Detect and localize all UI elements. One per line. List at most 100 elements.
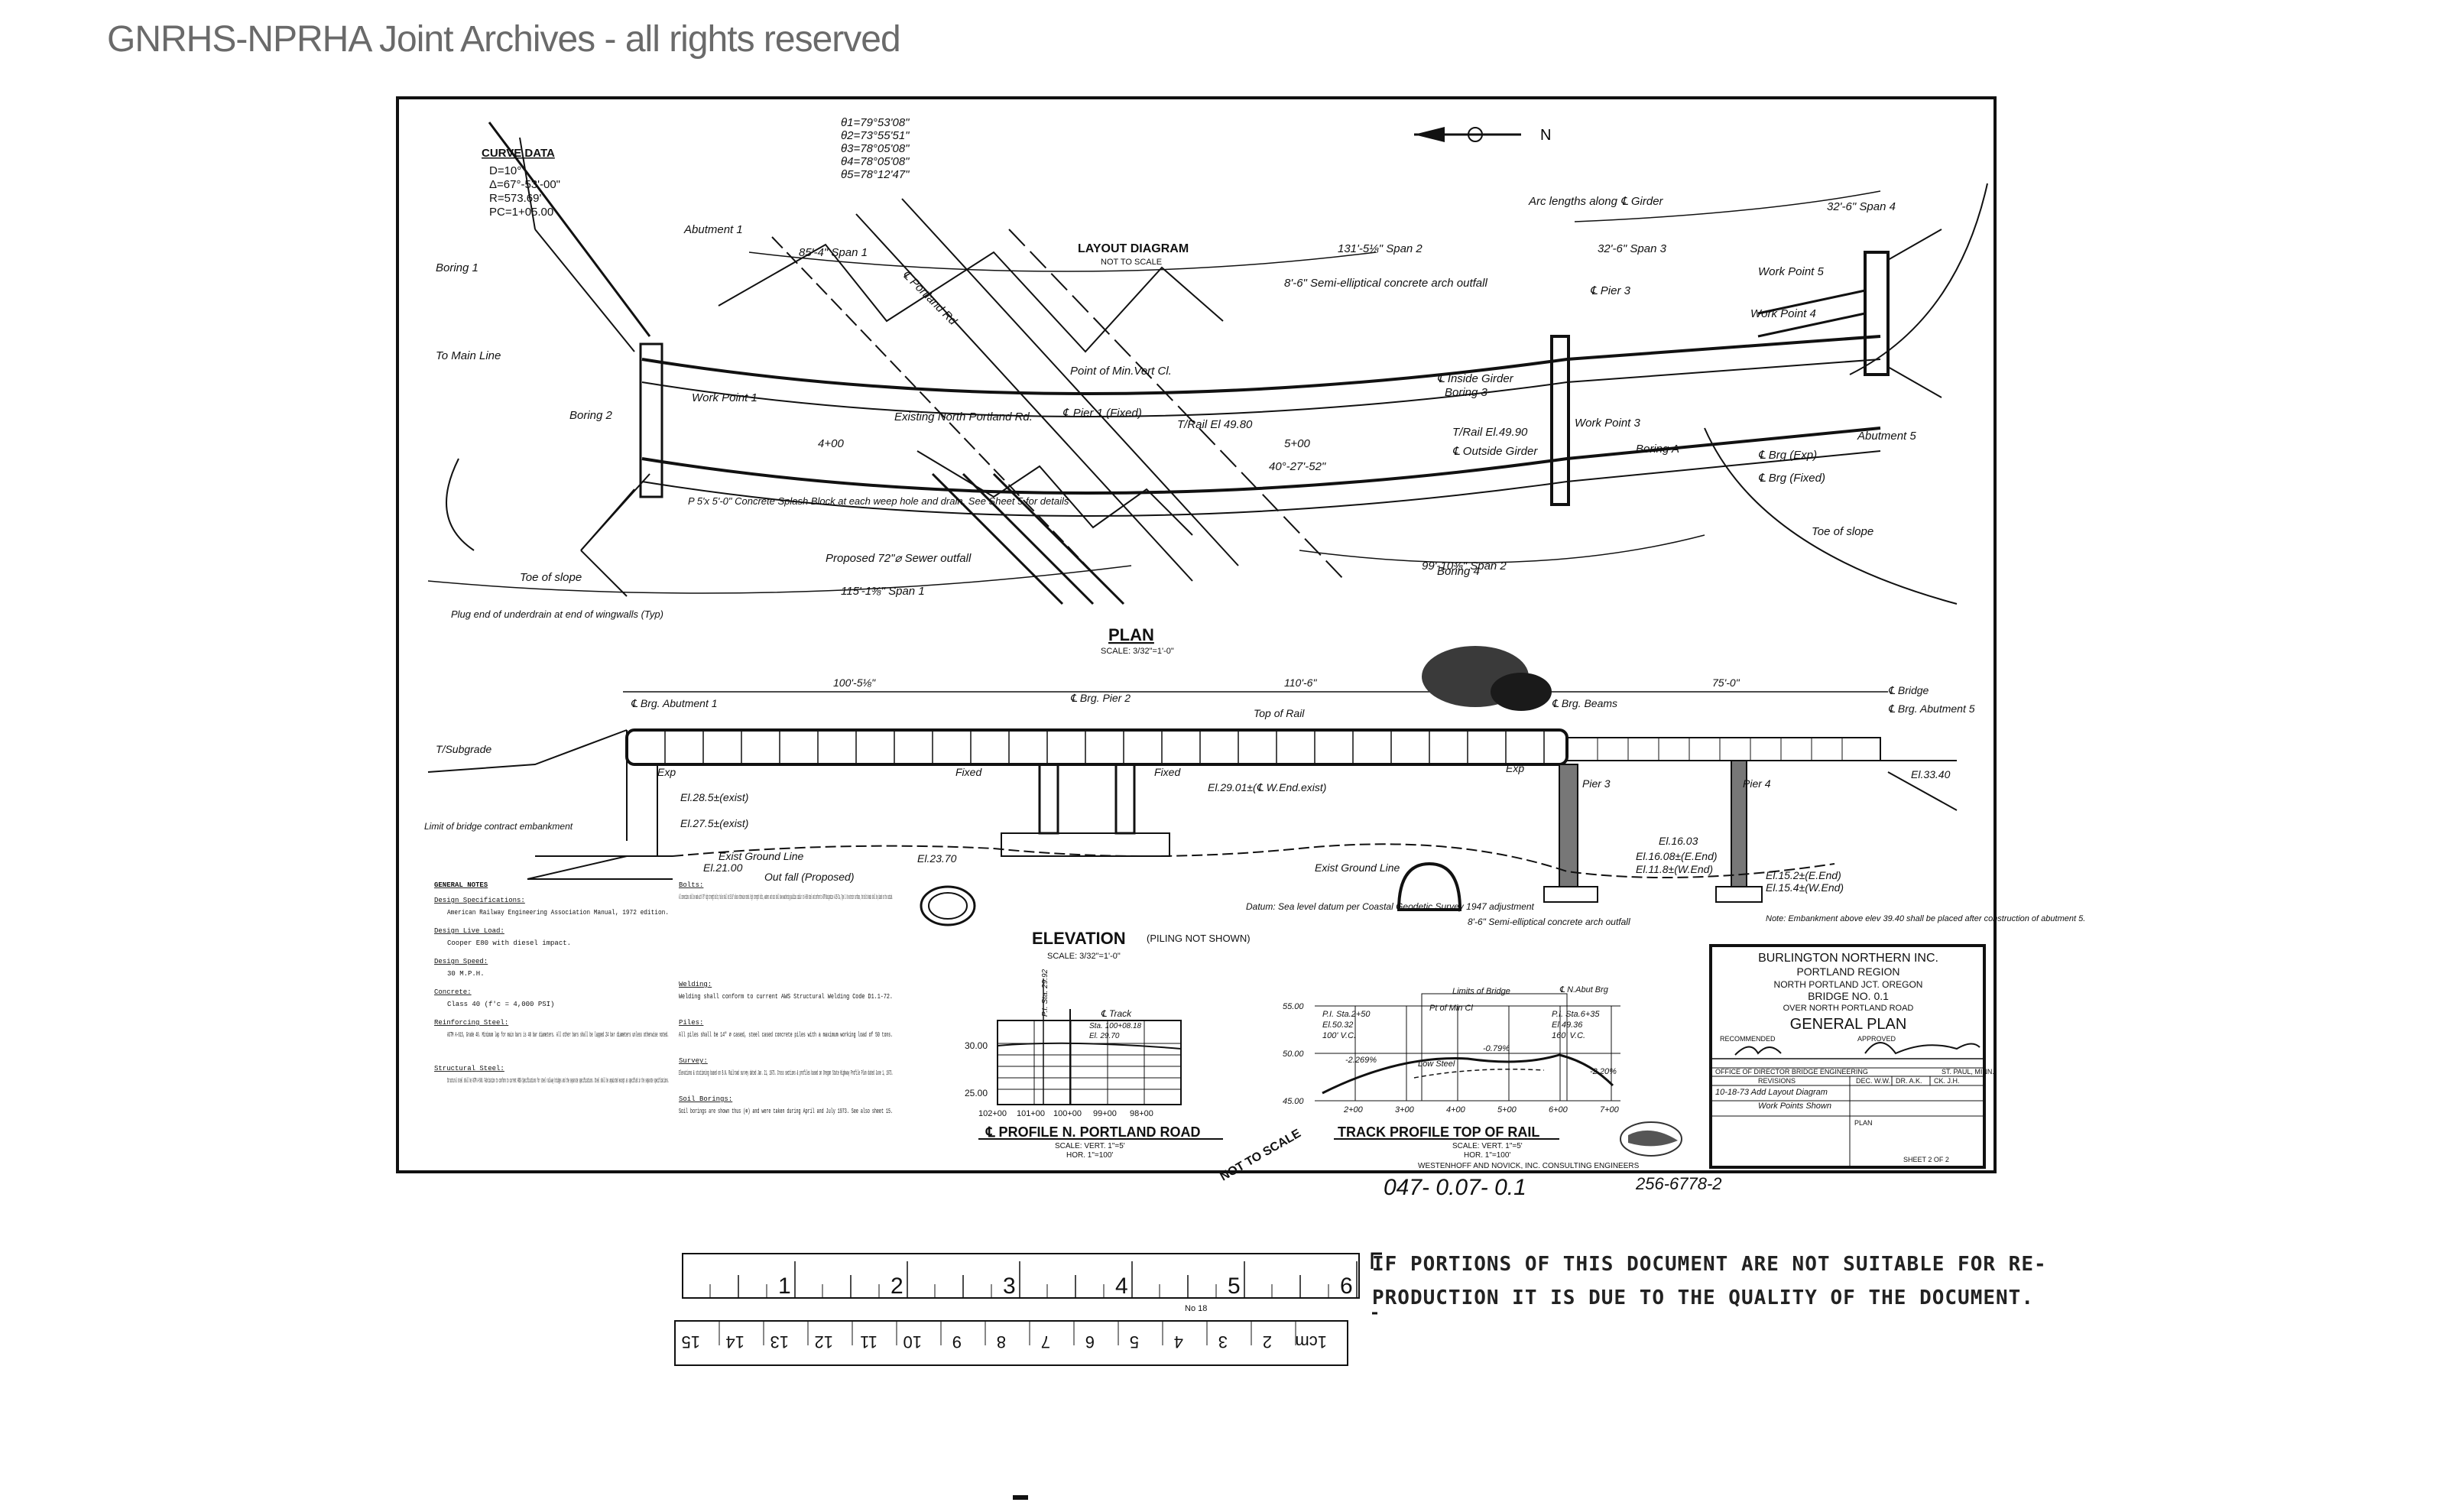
consultant-seal-icon: [1620, 1121, 1682, 1157]
angle-3: θ3=78°05'08": [841, 142, 910, 155]
tb-plan: PLAN: [1854, 1119, 1873, 1127]
note-head-4: Reinforcing Steel:: [434, 1019, 508, 1027]
track-xtick-3: 5+00: [1497, 1105, 1517, 1115]
elevation-title-group: ELEVATION (PILING NOT SHOWN) SCALE: 3/32…: [1032, 929, 1251, 961]
reproduction-notice: IF PORTIONS OF THIS DOCUMENT ARE NOT SUI…: [1372, 1248, 2046, 1315]
elevation-subtitle: (PILING NOT SHOWN): [1147, 933, 1251, 944]
label-outfall: Out fall (Proposed): [764, 871, 855, 883]
tb-region: PORTLAND REGION: [1796, 965, 1899, 978]
label-inside-girder: ℄ Inside Girder: [1437, 372, 1514, 385]
consultant-credit: WESTENHOFF AND NOVICK, INC. CONSULTING E…: [1418, 1162, 1640, 1170]
label-work-point5: Work Point 5: [1758, 265, 1825, 278]
track-label-el1: El.50.32: [1322, 1020, 1353, 1030]
curve-data-2: Δ=67°-53'-00": [489, 178, 560, 191]
track-label-el2: El.49.36: [1552, 1020, 1583, 1030]
portland-scale-h: HOR. 1"=100': [1066, 1151, 1113, 1160]
plan-labels: CURVE DATA D=10° Δ=67°-53'-00" R=573.69'…: [436, 116, 1916, 656]
label-brg-abut5: ℄ Brg. Abutment 5: [1888, 702, 1975, 715]
note-body-2: 30 M.P.H.: [447, 970, 485, 978]
label-point-min-cl: Point of Min.Vert Cl.: [1070, 365, 1172, 378]
note-body-5: Structural steel shall be ASTM A-588. Fa…: [447, 1077, 669, 1085]
label-el-1520: El.15.2±(E.End): [1766, 869, 1841, 881]
label-sta-500: 5+00: [1284, 437, 1310, 450]
track-xtick-2: 4+00: [1446, 1105, 1466, 1115]
label-limit-bridge: Limit of bridge contract embankment: [424, 821, 573, 832]
portland-ytick-1: 25.00: [965, 1088, 988, 1098]
tb-approved: APPROVED: [1857, 1035, 1896, 1043]
layout-not-to-scale: NOT TO SCALE: [1101, 258, 1162, 267]
label-pier4-elev: Pier 4: [1743, 777, 1771, 790]
tb-drawing: GENERAL PLAN: [1790, 1016, 1907, 1033]
ruler-top-1: 1: [778, 1274, 791, 1299]
notice-line-2: PRODUCTION IT IS DUE TO THE QUALITY OF T…: [1372, 1286, 2034, 1309]
portland-title: ℄ PROFILE N. PORTLAND ROAD: [985, 1124, 1201, 1140]
label-span3: 32'-6" Span 3: [1598, 242, 1667, 255]
label-boring4: Boring 4: [1437, 565, 1480, 578]
label-arc-lengths: Arc lengths along ℄ Girder: [1528, 195, 1664, 208]
label-span2b: 99'-10⅜" Span 2: [1422, 560, 1507, 573]
label-span2: 131'-5⅛" Span 2: [1338, 242, 1423, 255]
track-ytick-0: 55.00: [1283, 1002, 1304, 1011]
elevation-view: [427, 646, 1958, 926]
dim-span2: 110'-6": [1284, 677, 1317, 689]
plan-scale: SCALE: 3/32"=1'-0": [1101, 647, 1174, 656]
label-boring2: Boring 2: [569, 409, 613, 422]
track-label-pi1: P.I. Sta.2+50: [1322, 1010, 1371, 1019]
notice-bracket-icon: [1371, 1252, 1382, 1315]
label-boring3: Boring 3: [1445, 386, 1488, 399]
track-label-low-steel: Low Steel: [1418, 1059, 1455, 1069]
track-ytick-1: 50.00: [1283, 1050, 1304, 1059]
label-portland-rd: ℄ Portland Rd: [900, 268, 959, 328]
plan-title: PLAN: [1108, 625, 1154, 644]
ruler-bottom-9: 9: [952, 1332, 962, 1351]
sheet-border: [396, 96, 1997, 1173]
tb-rev-line2: Work Points Shown: [1758, 1102, 1831, 1111]
note2-head-1: Welding:: [679, 981, 712, 988]
note-body-4: ASTM A-615, Grade 40. Minimum lap for ma…: [447, 1031, 669, 1039]
ruler-bottom-11: 11: [860, 1332, 878, 1351]
ruler-bottom-4: 4: [1174, 1332, 1183, 1351]
ruler-bottom-14: 14: [726, 1332, 745, 1351]
track-scale-h: HOR. 1"=100': [1464, 1151, 1510, 1160]
label-el-1608: El.16.08±(E.End): [1636, 850, 1718, 862]
elevation-title: ELEVATION: [1032, 929, 1126, 948]
track-label-pi2: P.I. Sta.6+35: [1552, 1010, 1600, 1019]
note2-head-2: Piles:: [679, 1019, 703, 1027]
label-el-1603: El.16.03: [1659, 835, 1698, 847]
curve-data-3: R=573.69': [489, 192, 541, 205]
track-profile-chart: 55.00 50.00 45.00 2+00 3+00 4+00 5+00 6+…: [1283, 985, 1640, 1170]
curve-data-4: PC=1+05.00: [489, 206, 553, 219]
ruler-bottom-10: 10: [903, 1332, 922, 1351]
note-body-1: Cooper E80 with diesel impact.: [447, 939, 571, 947]
portland-label-track: ℄ Track: [1101, 1008, 1132, 1019]
ruler-bottom-7: 7: [1041, 1332, 1050, 1351]
portland-label-sta: Sta. 100+08.18: [1089, 1022, 1142, 1030]
label-proposed-sewer: Proposed 72"⌀ Sewer outfall: [826, 552, 972, 565]
label-work-point1: Work Point 1: [692, 391, 757, 404]
note-head-2: Design Speed:: [434, 958, 488, 965]
portland-xtick-4: 98+00: [1130, 1109, 1153, 1118]
label-el-2901: El.29.01±(℄ W.End.exist): [1208, 781, 1326, 793]
tb-city: ST. PAUL, MINN.: [1942, 1068, 1994, 1076]
ruler-bottom-5: 5: [1130, 1332, 1139, 1351]
profile-portland-chart: 30.00 25.00 102+00 101+00 100+00 99+00 9…: [965, 969, 1223, 1160]
label-el-1540: El.15.4±(W.End): [1766, 881, 1844, 894]
label-toe-of-slope-right: Toe of slope: [1812, 525, 1873, 538]
label-outside-girder: ℄ Outside Girder: [1452, 445, 1538, 458]
label-span1b: 85'-4" Span 1: [799, 246, 868, 259]
portland-ytick-0: 30.00: [965, 1040, 988, 1051]
track-xtick-0: 2+00: [1343, 1105, 1364, 1115]
label-brg-exp: ℄ Brg (Exp): [1758, 449, 1817, 462]
label-fixed-2: Fixed: [1154, 766, 1181, 778]
archive-watermark: GNRHS-NPRHA Joint Archives - all rights …: [107, 19, 901, 60]
tb-dec: DEC. W.W.: [1856, 1077, 1890, 1085]
note2-head-3: Survey:: [679, 1057, 708, 1065]
track-label-nabut: ℄ N.Abut Brg: [1559, 985, 1609, 994]
tb-recommended: RECOMMENDED: [1720, 1035, 1776, 1043]
angle-4: θ4=78°05'08": [841, 155, 910, 168]
label-datum: Datum: Sea level datum per Coastal Geode…: [1246, 901, 1535, 912]
label-splash-block: P 5'x 5'-0" Concrete Splash Block at eac…: [688, 495, 1069, 507]
tb-dr: DR. A.K.: [1896, 1077, 1922, 1085]
ruler-top-2: 2: [890, 1274, 903, 1299]
note2-body-4: Soil borings are shown thus (⊕) and were…: [679, 1108, 893, 1115]
